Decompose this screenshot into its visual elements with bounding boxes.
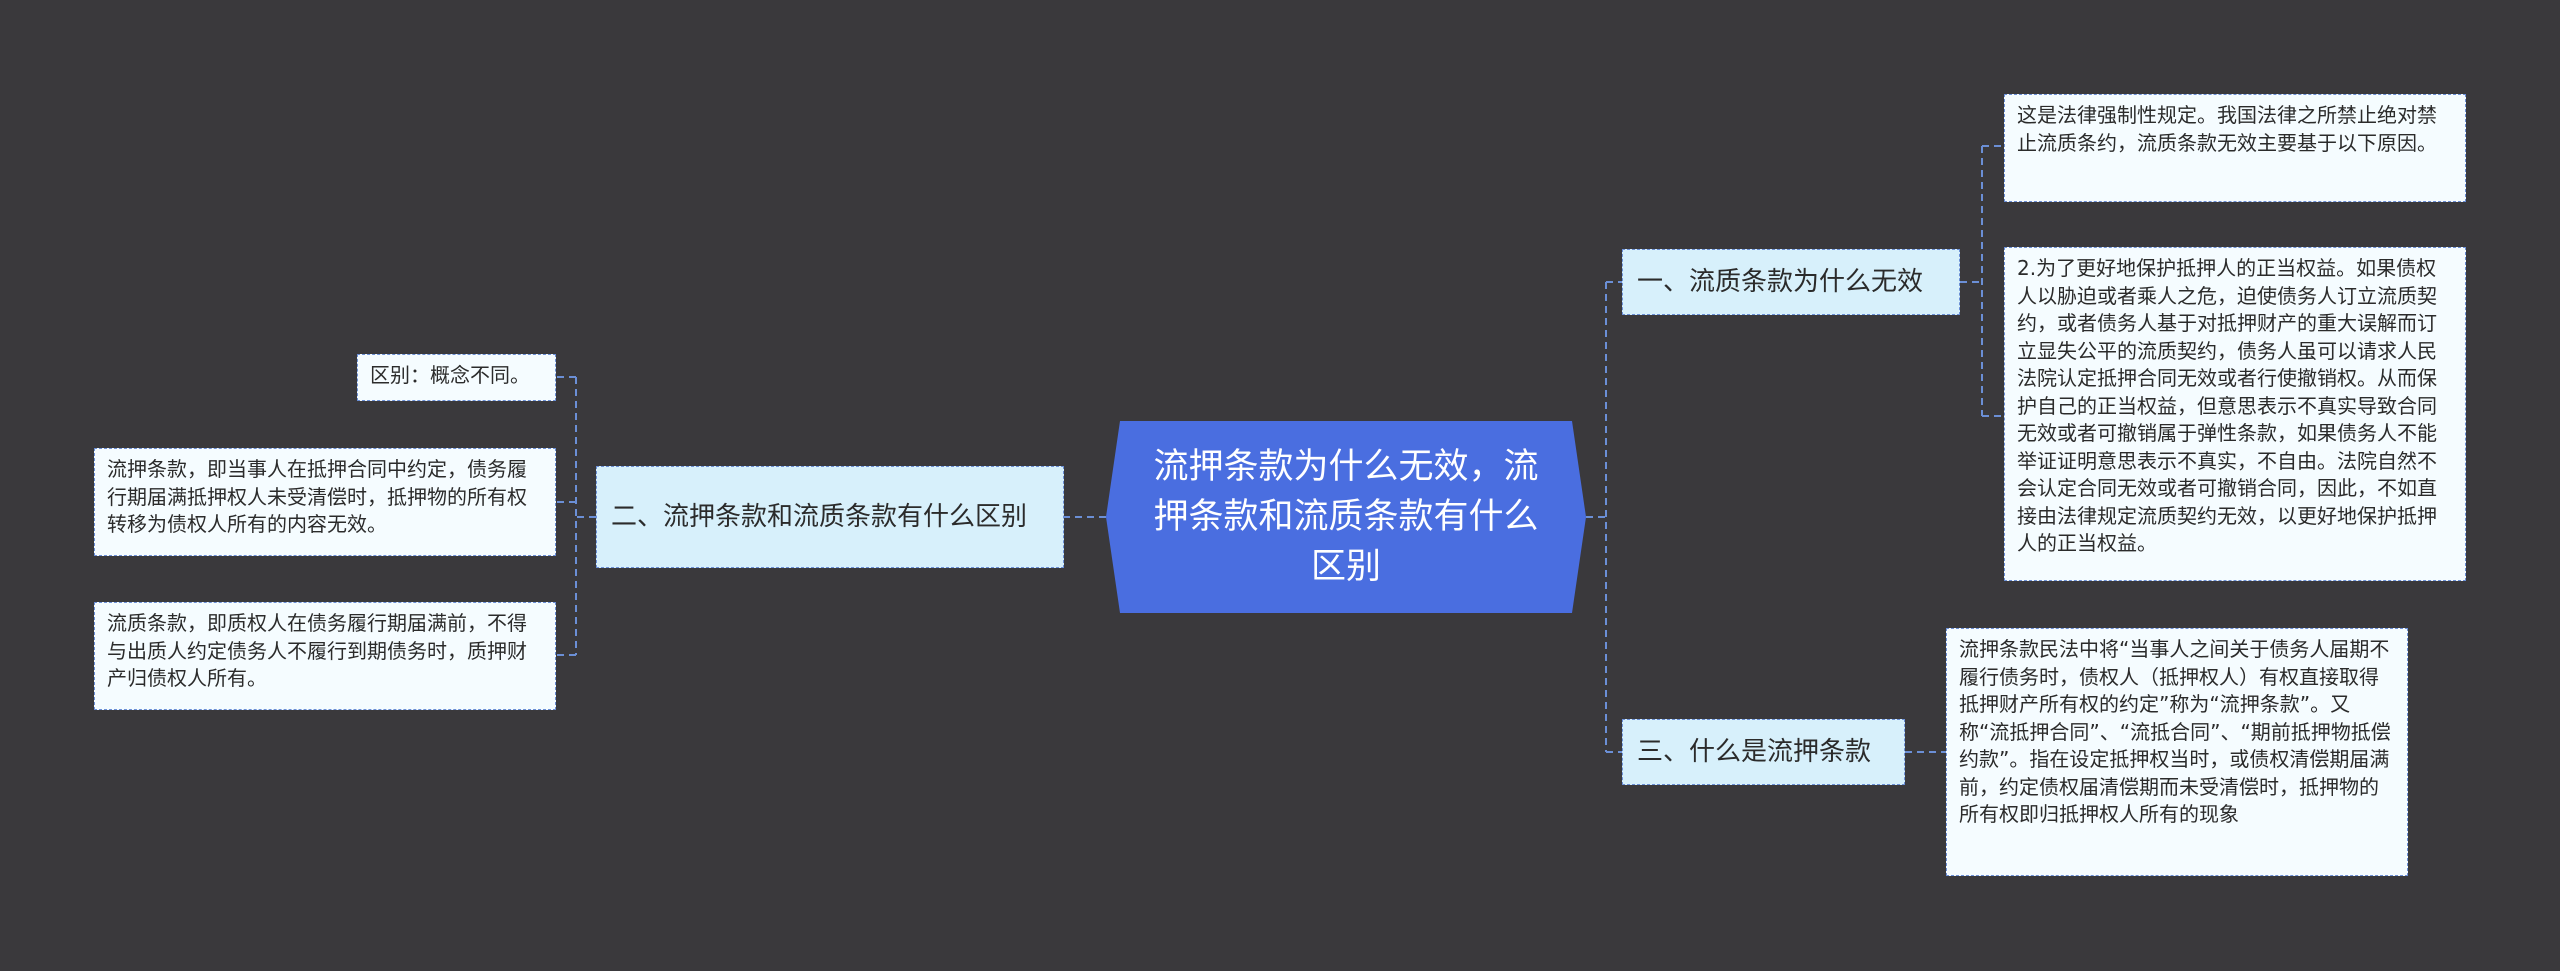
branch-what-is-liuya[interactable]: 三、什么是流押条款 — [1622, 719, 1905, 785]
leaf-text: 区别：概念不同。 — [370, 363, 530, 387]
leaf-liuzhi-definition[interactable]: 流质条款，即质权人在债务履行期届满前，不得与出质人约定债务人不履行到期债务时，质… — [94, 602, 556, 710]
leaf-text: 2.为了更好地保护抵押人的正当权益。如果债权人以胁迫或者乘人之危，迫使债务人订立… — [2017, 256, 2437, 555]
connector-b1-leaves — [1960, 145, 2004, 417]
leaf-text: 流押条款民法中将“当事人之间关于债务人届期不履行债务时，债权人（抵押权人）有权直… — [1959, 637, 2391, 826]
leaf-text: 流押条款，即当事人在抵押合同中约定，债务履行期届满抵押权人未受清偿时，抵押物的所… — [107, 457, 527, 536]
branch-difference[interactable]: 二、流押条款和流质条款有什么区别 — [596, 466, 1064, 568]
central-topic-label: 流押条款为什么无效，流押条款和流质条款有什么区别 — [1153, 447, 1539, 587]
central-topic-shape — [1106, 421, 1586, 613]
branch-label: 二、流押条款和流质条款有什么区别 — [611, 502, 1028, 532]
connector-b2-leaves — [556, 376, 596, 656]
branch-why-liuzhi-invalid[interactable]: 一、流质条款为什么无效 — [1622, 249, 1960, 315]
branch-label: 三、什么是流押条款 — [1637, 737, 1872, 767]
leaf-protect-mortgagor[interactable]: 2.为了更好地保护抵押人的正当权益。如果债权人以胁迫或者乘人之危，迫使债务人订立… — [2004, 247, 2466, 581]
leaf-text: 流质条款，即质权人在债务履行期届满前，不得与出质人约定债务人不履行到期债务时，质… — [107, 611, 527, 690]
central-topic[interactable]: 流押条款为什么无效，流押条款和流质条款有什么区别 — [1106, 421, 1586, 613]
leaf-liuya-definition[interactable]: 流押条款，即当事人在抵押合同中约定，债务履行期届满抵押权人未受清偿时，抵押物的所… — [94, 448, 556, 556]
branch-label: 一、流质条款为什么无效 — [1637, 267, 1924, 297]
leaf-liuya-explanation[interactable]: 流押条款民法中将“当事人之间关于债务人届期不履行债务时，债权人（抵押权人）有权直… — [1946, 628, 2408, 876]
connector-central-b1 — [1586, 281, 1622, 752]
leaf-concept-difference[interactable]: 区别：概念不同。 — [357, 354, 556, 401]
leaf-mandatory-rule[interactable]: 这是法律强制性规定。我国法律之所禁止绝对禁止流质条约，流质条款无效主要基于以下原… — [2004, 94, 2466, 202]
leaf-text: 这是法律强制性规定。我国法律之所禁止绝对禁止流质条约，流质条款无效主要基于以下原… — [2017, 103, 2437, 155]
